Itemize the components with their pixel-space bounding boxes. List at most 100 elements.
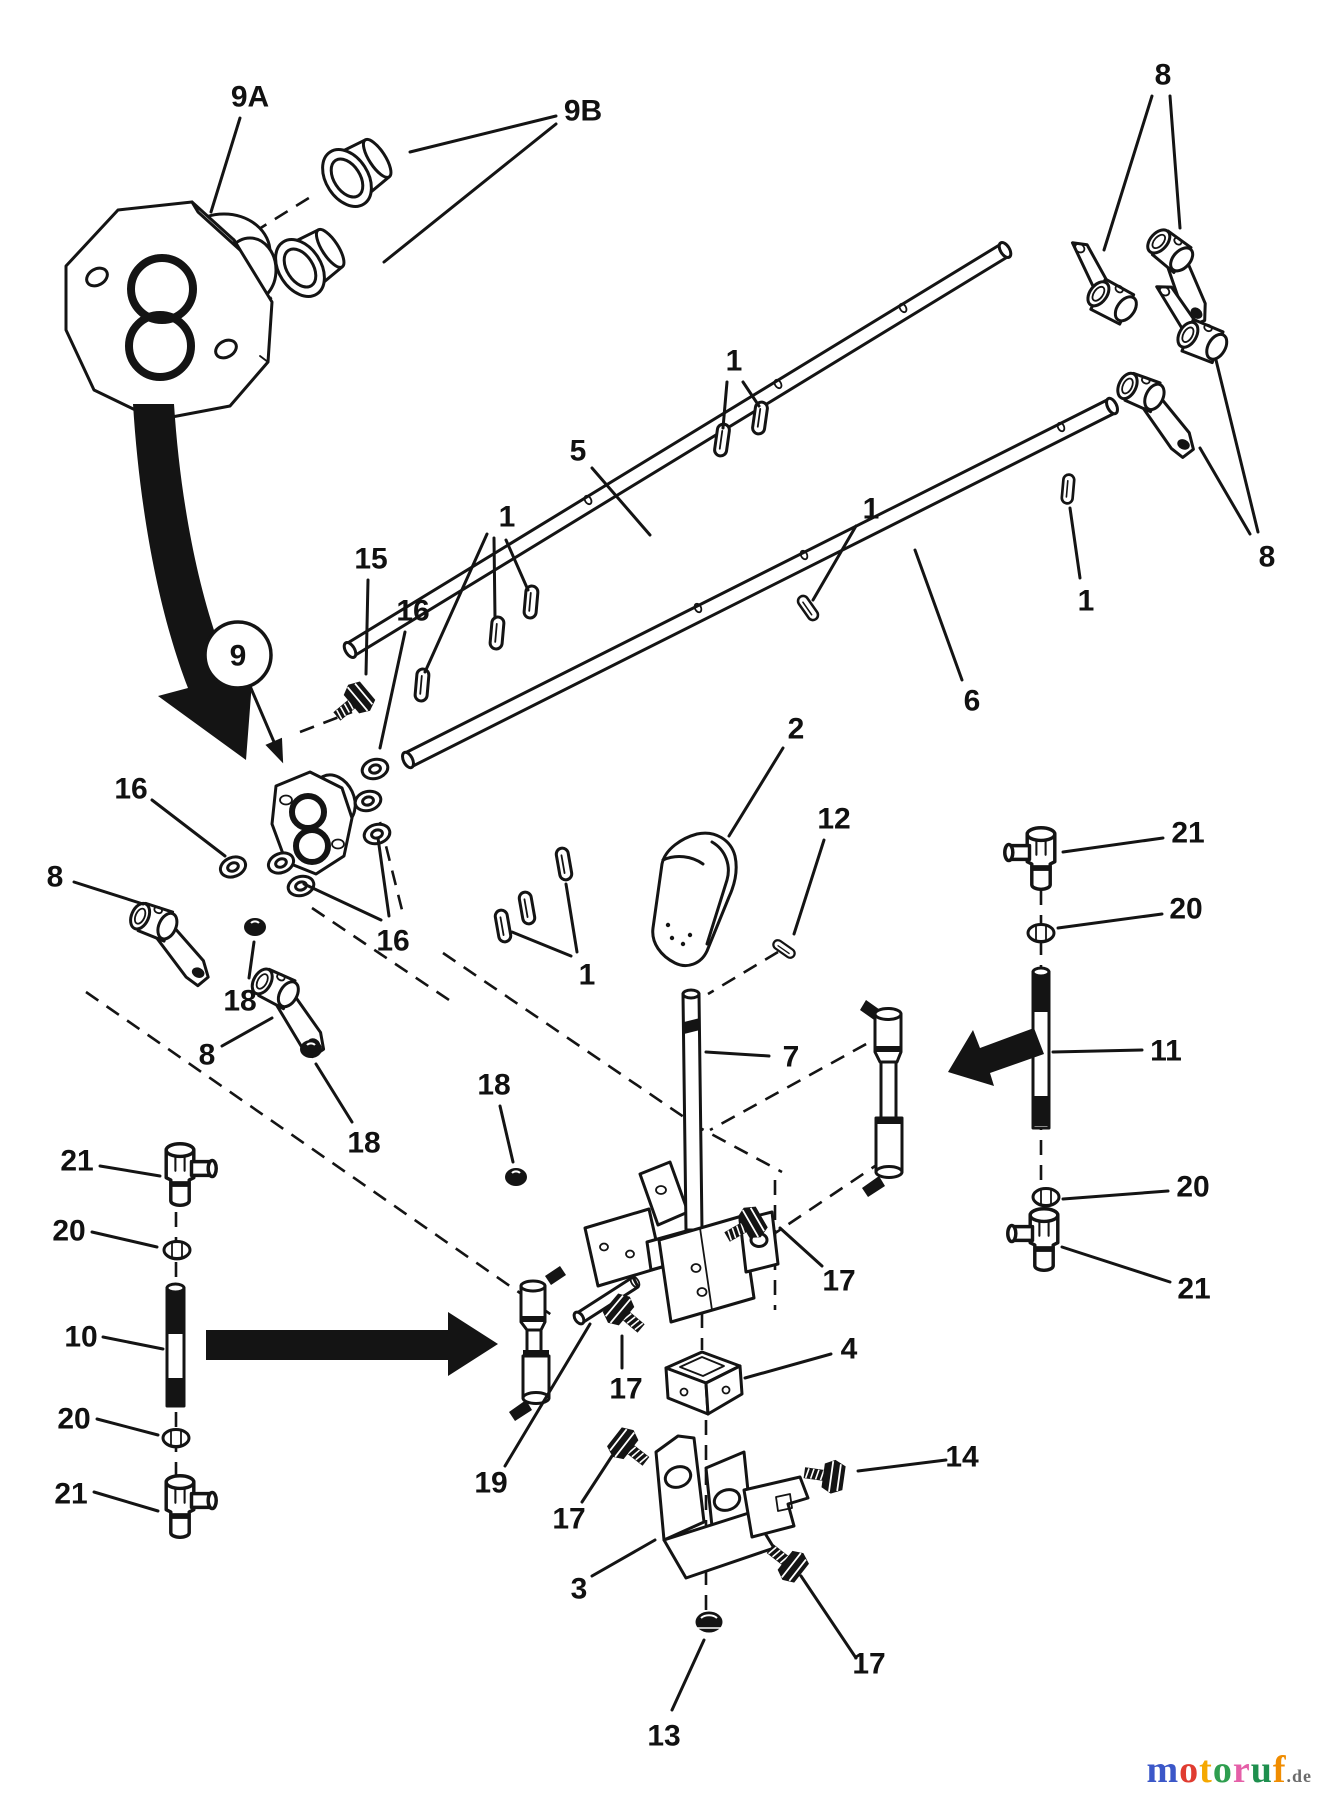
callout-label: 3	[571, 1573, 588, 1606]
callout-20-30: 20	[1061, 1171, 1210, 1204]
watermark-letter: u	[1250, 1749, 1273, 1791]
callout-label: 18	[477, 1069, 510, 1102]
leader-line	[503, 1322, 592, 1468]
callout-21-42: 21	[54, 1478, 160, 1513]
part-link-right	[860, 1000, 904, 1197]
callout-3-38: 3	[571, 1538, 657, 1606]
leader-arrowhead	[265, 737, 284, 764]
callout-label: 20	[1176, 1171, 1209, 1204]
part-pivot-pin	[572, 1275, 641, 1326]
part-lever-7	[681, 988, 704, 1232]
leader-line	[721, 380, 729, 430]
watermark-letter: o	[1179, 1749, 1200, 1791]
callout-18-18: 18	[314, 1062, 381, 1160]
leader-line	[504, 538, 530, 592]
part-bolt-14	[801, 1454, 848, 1497]
leader-line	[382, 122, 558, 264]
callout-label: 1	[579, 959, 596, 992]
leader-line	[799, 1574, 858, 1660]
watermark-suffix: .de	[1286, 1766, 1312, 1786]
callout-21-23: 21	[1061, 817, 1205, 854]
callout-label: 10	[64, 1321, 97, 1354]
leader-line	[590, 466, 652, 537]
callout-label: 15	[354, 543, 387, 576]
callout-16-14: 16	[302, 836, 410, 958]
callout-1-6: 1	[1068, 506, 1094, 618]
callout-label: 16	[376, 925, 409, 958]
callout-8-2: 8	[1102, 59, 1182, 252]
leader-line	[1061, 836, 1165, 854]
part-nut-18a	[243, 917, 267, 937]
watermark-letter: t	[1199, 1749, 1213, 1791]
callout-label: 21	[1177, 1273, 1210, 1306]
leader-line	[498, 1104, 515, 1164]
callout-17-39: 17	[799, 1574, 886, 1681]
callout-label: 11	[1150, 1035, 1182, 1068]
part-knob-2	[651, 831, 738, 967]
callout-20-24: 20	[1056, 893, 1203, 930]
leader-line	[913, 548, 964, 682]
left-arrow	[948, 1028, 1044, 1086]
callout-15-10: 15	[354, 543, 388, 676]
leader-line	[423, 532, 489, 674]
leader-line	[72, 880, 145, 906]
phantom-lines	[85, 194, 1043, 1612]
callout-label: 8	[47, 861, 64, 894]
callout-4-33: 4	[743, 1333, 858, 1380]
leader-line	[101, 1335, 165, 1351]
callout-8-8: 8	[1198, 358, 1275, 574]
callout-label: 17	[852, 1648, 885, 1681]
leader-line	[741, 380, 761, 408]
callout-17-32: 17	[778, 1226, 856, 1298]
leader-line	[590, 1538, 657, 1578]
callout-10-29: 10	[64, 1321, 165, 1354]
watermark-letter: r	[1232, 1749, 1251, 1791]
callout-label: 5	[570, 435, 587, 468]
parts-layer	[64, 137, 1241, 1633]
watermark-motoruf: motoruf.de	[1147, 1748, 1312, 1792]
leader-line	[856, 1458, 948, 1473]
callout-1-21: 1	[510, 882, 596, 992]
leader-line	[1168, 94, 1182, 230]
callout-label: 16	[396, 595, 429, 628]
leader-line	[220, 1016, 274, 1048]
callout-label: 17	[822, 1265, 855, 1298]
watermark-letter: m	[1146, 1749, 1180, 1791]
callout-6-7: 6	[913, 548, 981, 718]
part-tie-rod-left	[161, 1142, 218, 1540]
leader-line	[811, 524, 858, 602]
leader-line	[704, 1050, 771, 1058]
part-link-19	[509, 1266, 566, 1421]
leader-line	[92, 1490, 160, 1513]
part-bushing-9b-upper	[321, 137, 393, 208]
callout-label: 14	[945, 1441, 979, 1474]
part-pin-12	[770, 937, 798, 961]
callout-label: 20	[52, 1215, 85, 1248]
callout-label: 6	[964, 685, 981, 718]
callout-label: 18	[223, 985, 256, 1018]
leader-line	[792, 838, 826, 936]
callout-label: 4	[841, 1333, 858, 1366]
leader-line	[408, 114, 558, 154]
leader-line	[564, 882, 579, 954]
leader-line	[90, 1230, 159, 1249]
callout-label: 20	[57, 1403, 90, 1436]
callout-1-9: 1	[423, 501, 530, 674]
leader-line	[1068, 506, 1082, 580]
leader-line	[778, 1226, 824, 1268]
callout-label: 8	[199, 1039, 216, 1072]
callout-9B-1: 9B	[382, 95, 602, 264]
callout-label: 7	[783, 1041, 800, 1074]
callout-label: 1	[726, 345, 743, 378]
callout-label: 1	[499, 501, 516, 534]
callout-8-17: 8	[199, 1016, 274, 1072]
part-rod-5	[342, 241, 1013, 659]
callout-label: 8	[1155, 59, 1172, 92]
leader-line	[1198, 446, 1252, 536]
leader-line	[743, 1352, 833, 1380]
callout-label: 13	[647, 1720, 680, 1753]
callout-9A-0: 9A	[209, 81, 269, 214]
leader-line	[1056, 912, 1164, 930]
